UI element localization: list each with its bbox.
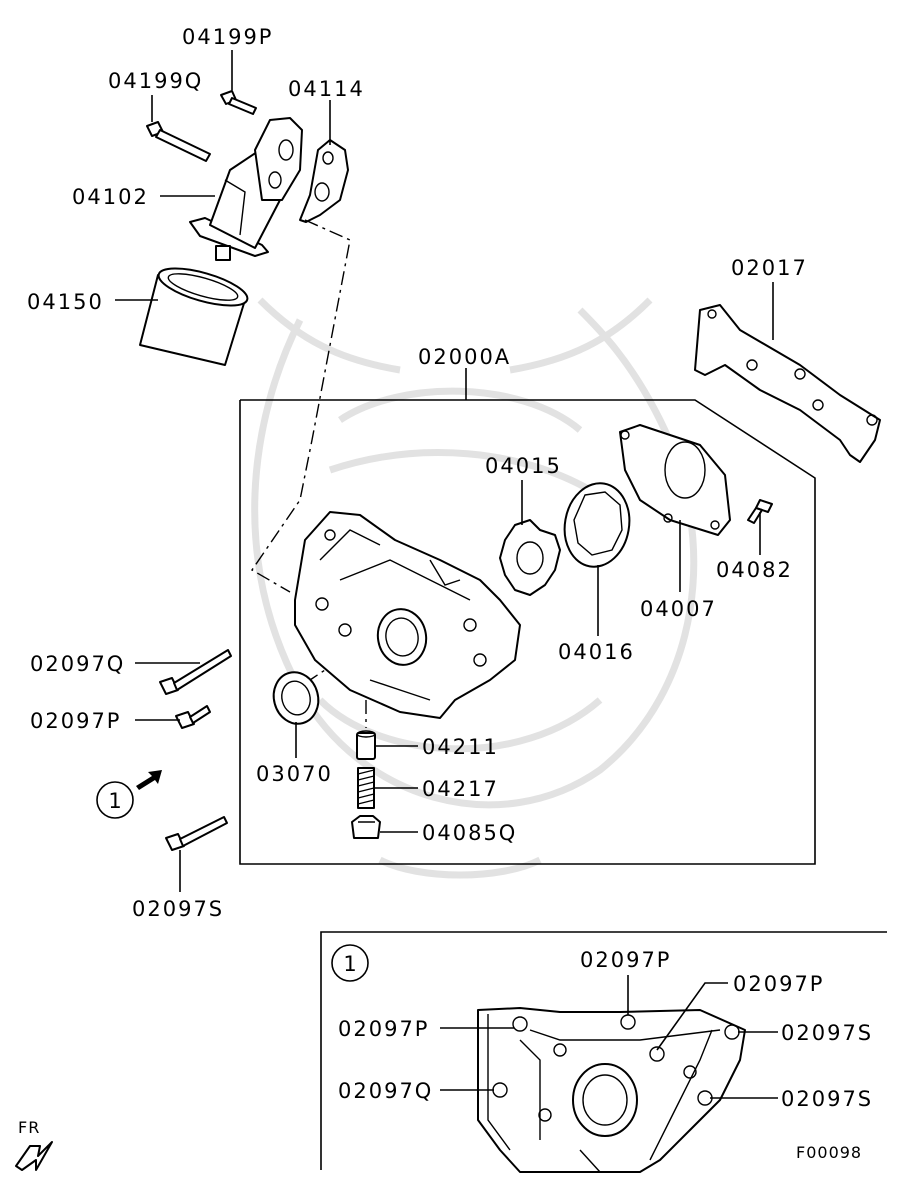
label-04015: 04015 <box>485 454 562 478</box>
detail-marker-circle <box>331 944 369 982</box>
watermark-emblem <box>251 297 698 879</box>
label-04211: 04211 <box>422 735 499 759</box>
label-03070: 03070 <box>256 762 333 786</box>
detail-label-right-02097s-2: 02097S <box>781 1087 873 1111</box>
detail-label-left-02097q: 02097Q <box>338 1079 433 1103</box>
label-02097p: 02097P <box>30 709 121 733</box>
assembly-frame <box>239 399 816 865</box>
plug-04085q <box>351 815 381 839</box>
inner-rotor-04015 <box>499 519 561 596</box>
oil-filter-04150 <box>139 267 249 366</box>
label-04007: 04007 <box>640 597 717 621</box>
label-02017: 02017 <box>731 256 808 280</box>
bolt-04199p <box>220 90 257 115</box>
oil-filter-bracket <box>189 117 303 261</box>
detail-label-left-02097p: 02097P <box>338 1017 429 1041</box>
diagram-code: F00098 <box>796 1143 862 1162</box>
label-04102: 04102 <box>72 185 149 209</box>
label-02000a: 02000A <box>418 345 511 369</box>
callout-marker: 1 <box>108 789 121 813</box>
label-02097s: 02097S <box>132 897 224 921</box>
callout-marker-circle <box>96 781 134 819</box>
label-04085q: 04085Q <box>422 821 517 845</box>
label-04217: 04217 <box>422 777 499 801</box>
label-04016: 04016 <box>558 640 635 664</box>
detail-view-frame <box>320 931 887 1170</box>
label-04150: 04150 <box>27 290 104 314</box>
label-04199q: 04199Q <box>108 69 203 93</box>
relief-spring-04217 <box>357 767 375 809</box>
oil-seal-03070 <box>272 671 320 725</box>
bolt-02097q <box>159 649 232 695</box>
bolt-02097p <box>175 705 211 729</box>
outer-rotor-04016 <box>563 482 631 568</box>
pump-cover-04007 <box>619 424 731 536</box>
screw-04082 <box>747 499 773 524</box>
detail-marker: 1 <box>343 952 356 976</box>
orientation-label: FR <box>18 1118 40 1137</box>
label-04082: 04082 <box>716 558 793 582</box>
label-02097q: 02097Q <box>30 652 125 676</box>
bolt-04199q <box>146 121 211 162</box>
gasket-04114 <box>299 139 349 223</box>
bolt-02097s <box>165 816 228 851</box>
detail-pump-front-view <box>477 1007 746 1173</box>
front-direction-icon <box>15 1141 53 1171</box>
label-04199p: 04199P <box>182 25 273 49</box>
label-04114: 04114 <box>288 77 365 101</box>
gasket-02017 <box>694 304 881 463</box>
relief-plunger-04211 <box>356 730 376 760</box>
detail-label-top-02097p-1: 02097P <box>580 948 671 972</box>
view-arrow <box>136 770 162 790</box>
detail-label-top-02097p-2: 02097P <box>733 972 824 996</box>
detail-label-right-02097s-1: 02097S <box>781 1021 873 1045</box>
oil-pump-case <box>294 511 521 719</box>
